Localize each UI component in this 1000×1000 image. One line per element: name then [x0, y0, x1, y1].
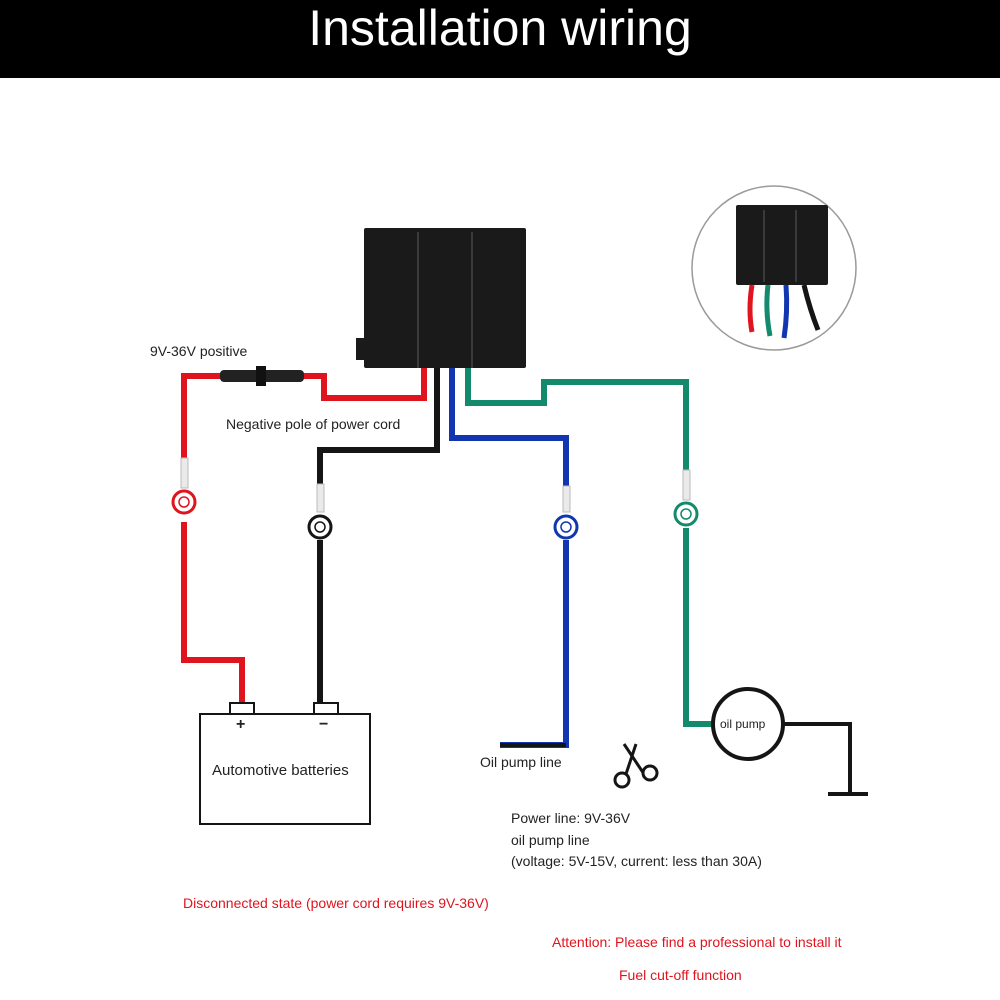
voltage-note: (voltage: 5V-15V, current: less than 30A…: [511, 853, 762, 869]
attention-note: Attention: Please find a professional to…: [552, 934, 842, 950]
plus-sign: +: [236, 716, 246, 733]
positive-label: 9V-36V positive: [150, 343, 248, 359]
inline-fuse: [220, 366, 304, 386]
relay-module: [356, 228, 526, 368]
connector-zoom-inset: [691, 185, 857, 351]
black-negative-wire: [316, 368, 440, 704]
oil-pump-label: oil pump: [720, 717, 766, 731]
blue-oil-pump-wire: [449, 368, 571, 748]
battery-symbol: [199, 702, 371, 825]
negative-label: Negative pole of power cord: [226, 416, 401, 432]
green-oil-pump-wire: [465, 368, 712, 727]
battery-label: Automotive batteries: [212, 762, 349, 779]
disconnected-note: Disconnected state (power cord requires …: [183, 895, 489, 911]
minus-sign: −: [319, 716, 329, 733]
scissors-icon: [613, 743, 659, 789]
oil-pump-line-label: Oil pump line: [480, 754, 562, 770]
red-power-wire: [180, 368, 427, 704]
oil-pump-line-note: oil pump line: [511, 832, 590, 848]
title-banner: Installation wiring: [0, 0, 1000, 78]
page-title: Installation wiring: [308, 0, 692, 56]
power-line-note: Power line: 9V-36V: [511, 810, 631, 826]
function-note: Fuel cut-off function: [619, 967, 742, 983]
oil-pump-symbol: [711, 687, 868, 796]
